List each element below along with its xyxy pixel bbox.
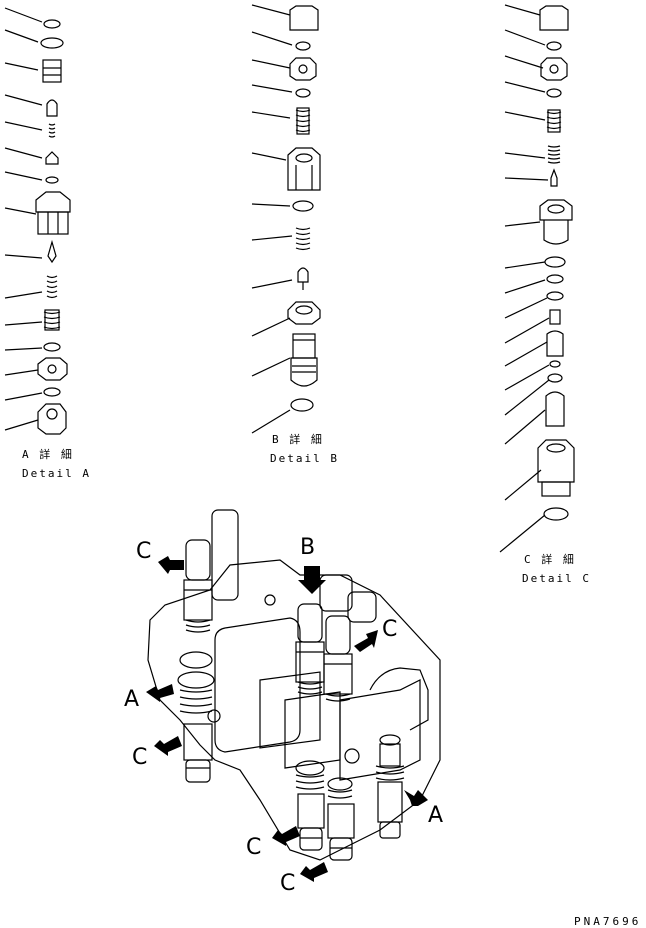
drawing-code: PNA7696 (574, 915, 642, 928)
cartridge-a-left (177, 651, 215, 714)
detail-c-parts (537, 5, 575, 521)
callout-label-a1: A (124, 687, 140, 712)
cartridge-c-upper-left (183, 539, 213, 633)
callout-label-a2: A (428, 803, 444, 828)
callout-label-c2: C (382, 617, 398, 642)
detail-b-title-jp: B 詳 細 (272, 433, 324, 446)
detail-c-group (499, 4, 575, 553)
spring-part (43, 309, 61, 331)
large-nut-part (35, 191, 71, 235)
detail-a-title-en: Detail A (22, 467, 91, 480)
arrow-c-lower-right (300, 862, 328, 882)
callout-arrows (146, 556, 428, 882)
detail-c-title-jp: C 詳 細 (524, 553, 576, 566)
detail-b-group (251, 4, 321, 434)
callout-label-c1: C (136, 539, 152, 564)
cartridge-c-lower-right (327, 777, 355, 861)
detail-a-parts (35, 19, 71, 435)
cartridge-c-lower-left (183, 723, 213, 783)
arrow-c-lower-middle (272, 826, 300, 846)
detail-b-parts (287, 5, 321, 412)
detail-b-title-en: Detail B (270, 452, 339, 465)
callout-label-c5: C (280, 871, 296, 896)
cartridge-c-lower-middle (295, 760, 325, 851)
seat-part (539, 199, 573, 245)
cap-part (287, 147, 321, 191)
cartridge-a-right (375, 734, 405, 839)
poppet-part (290, 333, 318, 387)
detail-b-leader-lines (251, 4, 293, 434)
arrow-a-left (146, 684, 174, 702)
arrow-b (298, 566, 326, 594)
arrow-a-right (404, 790, 428, 806)
detail-a-group (4, 7, 71, 435)
detail-a-title-jp: A 詳 細 (22, 448, 74, 461)
detail-c-title-en: Detail C (522, 572, 591, 585)
callout-label-c3: C (132, 745, 148, 770)
detail-c-leader-lines (499, 4, 550, 553)
callout-label-c4: C (246, 835, 262, 860)
body-part (537, 439, 575, 497)
callout-label-b1: B (300, 535, 316, 560)
cartridge-c-center (323, 615, 353, 702)
valve-assembly (147, 509, 441, 861)
arrow-c-left (154, 736, 182, 756)
arrow-c-center (354, 630, 378, 652)
plug-part (42, 59, 62, 83)
detail-a-leader-lines (4, 7, 43, 431)
arrow-c-upper-left (158, 556, 184, 574)
